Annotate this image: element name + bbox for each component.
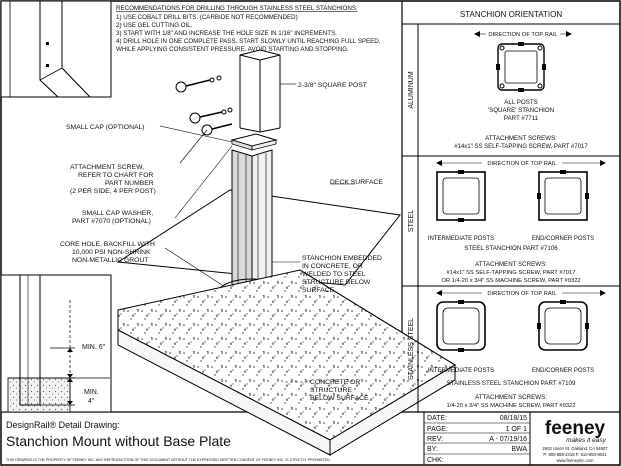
deck-surface-label: DECK SURFACE xyxy=(330,179,383,186)
core-hole-label-1: CORE HOLE, BACKFILL WITH xyxy=(60,241,155,248)
stanchion-embedded-label-4: STRUCTURE BELOW xyxy=(302,279,371,286)
stainless-direction: DIRECTION OF TOP RAIL xyxy=(487,291,557,297)
inset-core-section: MIN. 6" MIN. 4" xyxy=(0,274,112,413)
attachment-screw-label-1: ATTACHMENT SCREW, xyxy=(70,164,144,171)
small-cap-label: SMALL CAP (OPTIONAL) xyxy=(66,124,145,131)
page-value: 1 OF 1 xyxy=(506,426,528,433)
aluminum-screws-heading: ATTACHMENT SCREWS: xyxy=(485,135,557,142)
by-value: BWA xyxy=(511,446,527,453)
stanchion-embedded-label-2: IN CONCRETE, OR xyxy=(302,263,363,270)
inset-post-detail xyxy=(0,0,112,98)
concrete-label-3: BELOW SURFACE xyxy=(310,395,369,402)
attachment-screw-label-4: (2 PER SIDE, 4 PER POST) xyxy=(70,188,156,195)
core-hole-label-2: 10,000 PSI NON-SHRINK xyxy=(72,249,151,256)
attachment-screw-label-2: REFER TO CHART FOR xyxy=(78,172,153,179)
steel-screws-heading: ATTACHMENT SCREWS: xyxy=(475,261,547,268)
stainless-end-corner-profile xyxy=(537,300,589,351)
min-4-label-line2: 4" xyxy=(88,398,95,405)
stainless-intermediate-profile xyxy=(436,300,486,352)
note-line-1: 1) USE COBALT DRILL BITS. (CARBIDE NOT R… xyxy=(116,14,298,21)
date-label: DATE: xyxy=(427,415,447,422)
stanchion-embedded-label-5: SURFACE. xyxy=(302,287,336,294)
steel-screws-line2: OR 1/4-20 x 3/4" SS MACHINE SCREW, PART … xyxy=(441,278,580,284)
steel-intermediate-profile xyxy=(436,170,486,222)
rev-label: REV: xyxy=(427,436,443,443)
aluminum-side-label: ALUMINUM xyxy=(408,71,415,109)
stainless-left-label: INTERMEDIATE POSTS xyxy=(428,368,494,374)
aluminum-posts-line2: 'SQUARE' STANCHION xyxy=(488,107,554,114)
note-line-4: 4) DRILL HOLE IN ONE COMPLETE PASS. STAR… xyxy=(116,38,381,45)
aluminum-screws: #14x1" SS SELF-TAPPING SCREW, PART #7017 xyxy=(454,144,588,150)
note-line-2: 2) USE GEL CUTTING OIL. xyxy=(116,22,193,29)
stainless-part: STAINLESS STEEL STANCHION PART #7109 xyxy=(447,380,576,387)
attachment-screw-label-3: PART NUMBER xyxy=(105,180,154,187)
main-callouts: 2-3/8" SQUARE POST SMALL CAP (OPTIONAL) … xyxy=(60,82,383,402)
concrete-label-1: CONCRETE OR xyxy=(310,379,360,386)
aluminum-direction: DIRECTION OF TOP RAIL xyxy=(488,32,558,38)
address-line-3: www.feeneyinc.com xyxy=(556,458,594,463)
stainless-screws: 1/4-20 x 3/4" SS MACHINE SCREW, PART #93… xyxy=(447,403,576,409)
feeney-tagline: makes it easy xyxy=(566,437,606,444)
cap-washer-label-1: SMALL CAP WASHER, xyxy=(82,210,153,217)
drawing-title: Stanchion Mount without Base Plate xyxy=(6,433,231,449)
steel-end-corner-profile xyxy=(537,170,589,221)
steel-side-label: STEEL xyxy=(408,210,415,232)
address-line-1: 2603 Union St. Oakland, CA 94607 xyxy=(542,446,608,451)
min-4-label-line1: MIN. xyxy=(84,389,99,396)
title-block: DesignRail® Detail Drawing: Stanchion Mo… xyxy=(6,412,608,465)
aluminum-stanchion-profile xyxy=(496,42,546,92)
property-notice: THIS DRAWING IS THE PROPERTY OF FEENEY I… xyxy=(6,458,331,462)
chk-label: CHK: xyxy=(427,457,444,464)
stainless-right-label: END/CORNER POSTS xyxy=(532,368,594,374)
steel-right-label: END/CORNER POSTS xyxy=(532,236,594,242)
notes-heading: RECOMMENDATIONS FOR DRILLING THROUGH STA… xyxy=(116,5,358,12)
aluminum-posts-line3: PART #7711 xyxy=(504,115,539,122)
stanchion-embedded-label-3: WELDED TO STEEL xyxy=(302,271,366,278)
square-post-label: 2-3/8" SQUARE POST xyxy=(298,82,367,89)
min-6-label: MIN. 6" xyxy=(82,344,106,351)
stanchion-orientation-panel: STANCHION ORIENTATION ALUMINUM DIRECTION… xyxy=(402,10,620,412)
rev-value: A - 07/19/16 xyxy=(489,436,527,443)
steel-screws-line1: #14x1" SS SELF-TAPPING SCREW, PART #7017 xyxy=(447,270,576,276)
steel-part: STEEL STANCHION PART #7106 xyxy=(464,245,558,252)
aluminum-posts-line1: ALL POSTS xyxy=(504,99,537,106)
stainless-side-label: STAINLESS STEEL xyxy=(408,318,415,380)
stainless-screws-heading: ATTACHMENT SCREWS: xyxy=(475,394,547,401)
feeney-logo: feeney xyxy=(545,418,606,439)
orientation-title: STANCHION ORIENTATION xyxy=(460,10,562,19)
screw-group xyxy=(175,75,233,136)
date-value: 08/18/15 xyxy=(500,415,527,422)
drilling-notes: RECOMMENDATIONS FOR DRILLING THROUGH STA… xyxy=(116,5,381,53)
cap-washer-label-2: PART #7070 (OPTIONAL) xyxy=(72,218,151,225)
note-line-3: 3) START WITH 1/8" AND INCREASE THE HOLE… xyxy=(116,30,337,37)
steel-direction: DIRECTION OF TOP RAIL xyxy=(487,161,557,167)
address-line-2: P: 800-888-2418 F: 510-893-9041 xyxy=(543,452,607,457)
core-hole-label-3: NON-METALLIC GROUT xyxy=(72,257,149,264)
note-line-5: WHILE APPLYING CONSISTENT PRESSURE. AVOI… xyxy=(116,46,349,53)
isometric-stanchion-drawing xyxy=(116,49,456,456)
concrete-label-2: STRUCTURE xyxy=(310,387,352,394)
page-label: PAGE: xyxy=(427,426,448,433)
drawing-series: DesignRail® Detail Drawing: xyxy=(6,420,120,430)
steel-left-label: INTERMEDIATE POSTS xyxy=(428,236,494,242)
stanchion-embedded-label-1: STANCHION EMBEDDED xyxy=(302,255,382,262)
by-label: BY: xyxy=(427,446,438,453)
